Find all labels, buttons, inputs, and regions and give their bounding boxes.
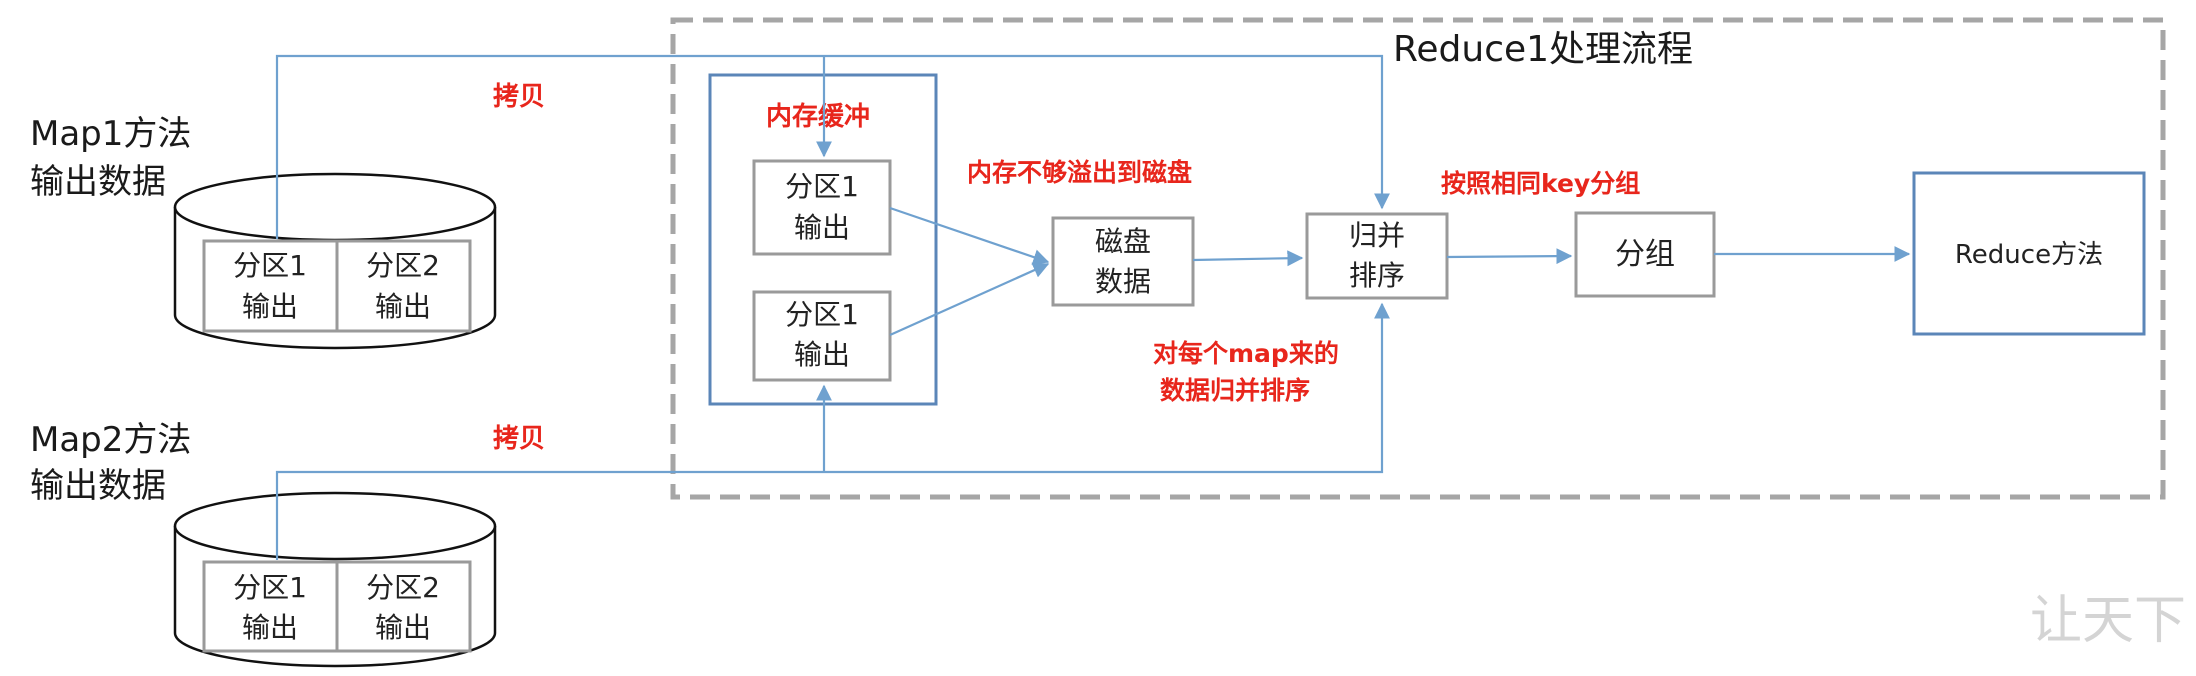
memory-slot-bottom-line2: 输出 [794, 338, 850, 371]
reduce-method-label: Reduce方法 [1955, 240, 2103, 270]
connector-slot-bottom-to-disk [889, 262, 1050, 337]
memory-slot-bottom-line1: 分区1 [785, 298, 859, 331]
connector-slot-top-to-disk [889, 206, 1050, 265]
grouping-label: 分组 [1615, 237, 1675, 272]
disk-data-box [1051, 216, 1195, 307]
merge-note-line2: 数据归并排序 [1160, 376, 1310, 405]
map1-partition1-line1: 分区1 [233, 249, 307, 282]
map1-partition1-line2: 输出 [242, 290, 298, 323]
memory-slot-top [752, 159, 892, 256]
memory-slot-bottom [752, 290, 892, 382]
connector-disk-to-merge [1192, 250, 1304, 267]
map2-label-line2: 输出数据 [30, 466, 166, 506]
connector-map1-copy [275, 54, 1390, 239]
map2-partition-row [202, 560, 472, 653]
watermark: 让天下 [2030, 591, 2186, 651]
copy-note-map1: 拷贝 [493, 82, 545, 112]
map2-partition2-line1: 分区2 [366, 571, 440, 604]
group-by-key-note: 按照相同key分组 [1441, 169, 1640, 198]
memory-slot-top-line2: 输出 [794, 211, 850, 244]
reduce-region-title: Reduce1处理流程 [1393, 29, 1693, 70]
copy-note-map2: 拷贝 [493, 424, 545, 454]
spill-note: 内存不够溢出到磁盘 [967, 158, 1192, 187]
map1-label-line1: Map1方法 [30, 114, 191, 154]
merge-sort-line1: 归并 [1349, 219, 1405, 252]
grouping-box [1574, 211, 1716, 298]
reduce-method-box [1912, 171, 2146, 336]
connector-map2-copy [275, 302, 1390, 560]
memory-slot-top-line1: 分区1 [785, 170, 859, 203]
map2-partition1-line1: 分区1 [233, 571, 307, 604]
map2-label-line1: Map2方法 [30, 420, 191, 460]
map1-partition2-line2: 输出 [375, 290, 431, 323]
merge-sort-line2: 排序 [1349, 259, 1405, 292]
reduce-region-frame [670, 17, 2166, 500]
map1-label-line2: 输出数据 [30, 162, 166, 202]
connector-merge-to-group [1446, 248, 1573, 265]
disk-data-line1: 磁盘 [1095, 225, 1151, 258]
merge-note-line1: 对每个map来的 [1153, 339, 1339, 368]
memory-buffer-title: 内存缓冲 [766, 101, 870, 132]
disk-data-line2: 数据 [1095, 265, 1151, 298]
map1-partition-row [202, 239, 472, 333]
map2-partition1-line2: 输出 [242, 611, 298, 644]
map1-partition2-line1: 分区2 [366, 249, 440, 282]
map2-partition2-line2: 输出 [375, 611, 431, 644]
